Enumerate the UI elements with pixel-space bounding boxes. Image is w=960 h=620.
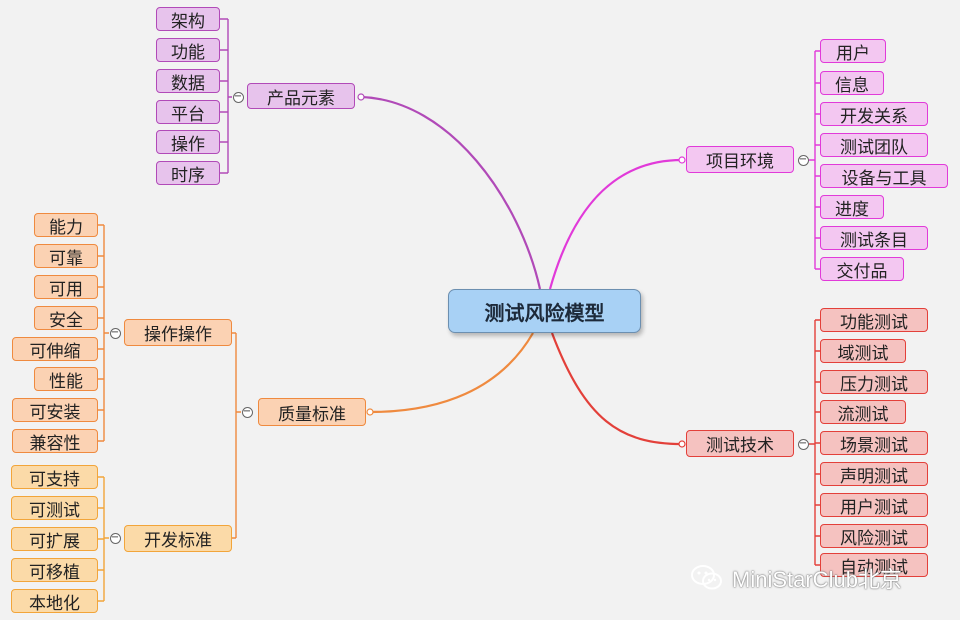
toggle-technique[interactable]: −	[797, 437, 809, 450]
center-topic[interactable]: 测试风险模型	[448, 289, 641, 333]
leaf-technique-8[interactable]: 自动测试	[820, 553, 928, 578]
branch-test-techniques[interactable]: 测试技术	[686, 430, 794, 457]
branch-project-environment[interactable]: 项目环境	[686, 146, 794, 173]
toggle-project[interactable]: −	[797, 153, 809, 166]
leaf-technique-2[interactable]: 压力测试	[820, 370, 928, 395]
leaf-technique-4[interactable]: 场景测试	[820, 431, 928, 456]
leaf-development-1[interactable]: 可测试	[11, 496, 98, 521]
leaf-product-5[interactable]: 时序	[156, 161, 220, 186]
leaf-project-1[interactable]: 信息	[820, 71, 884, 96]
leaf-operation-7[interactable]: 兼容性	[12, 429, 98, 454]
branch-quality-criteria[interactable]: 质量标准	[258, 398, 366, 426]
branch-operation-criteria[interactable]: 操作操作	[124, 319, 232, 346]
leaf-project-5[interactable]: 进度	[820, 195, 884, 220]
leaf-operation-2[interactable]: 可用	[34, 275, 98, 300]
leaf-operation-4[interactable]: 可伸缩	[12, 337, 98, 362]
bracket-operation	[98, 224, 109, 442]
curve-product	[360, 95, 542, 290]
connector-dot	[678, 156, 686, 164]
leaf-project-2[interactable]: 开发关系	[820, 102, 928, 127]
leaf-technique-6[interactable]: 用户测试	[820, 493, 928, 518]
branch-product-elements[interactable]: 产品元素	[247, 83, 355, 109]
bracket-project	[809, 50, 820, 270]
bracket-technique	[809, 319, 820, 566]
leaf-product-2[interactable]: 数据	[156, 69, 220, 94]
leaf-project-4[interactable]: 设备与工具	[820, 164, 948, 189]
leaf-technique-0[interactable]: 功能测试	[820, 308, 928, 333]
leaf-technique-7[interactable]: 风险测试	[820, 524, 928, 549]
leaf-project-6[interactable]: 测试条目	[820, 226, 928, 251]
leaf-development-4[interactable]: 本地化	[11, 589, 98, 614]
branch-development-criteria[interactable]: 开发标准	[124, 525, 232, 552]
connector-dot	[357, 93, 365, 101]
leaf-technique-3[interactable]: 流测试	[820, 400, 906, 425]
leaf-product-1[interactable]: 功能	[156, 38, 220, 63]
bracket-quality	[232, 332, 241, 539]
leaf-development-3[interactable]: 可移植	[11, 558, 98, 583]
leaf-project-3[interactable]: 测试团队	[820, 133, 928, 158]
connector-dot	[678, 440, 686, 448]
leaf-project-7[interactable]: 交付品	[820, 257, 904, 282]
toggle-quality[interactable]: −	[241, 405, 253, 418]
leaf-operation-1[interactable]: 可靠	[34, 244, 98, 269]
leaf-product-4[interactable]: 操作	[156, 130, 220, 155]
curve-quality	[369, 332, 534, 414]
leaf-development-0[interactable]: 可支持	[11, 465, 98, 490]
wechat-icon	[691, 565, 722, 590]
leaf-product-0[interactable]: 架构	[156, 7, 220, 32]
connector-dot	[366, 408, 374, 416]
leaf-project-0[interactable]: 用户	[820, 39, 886, 64]
leaf-operation-0[interactable]: 能力	[34, 213, 98, 238]
leaf-product-3[interactable]: 平台	[156, 100, 220, 125]
leaf-technique-5[interactable]: 声明测试	[820, 462, 928, 487]
leaf-operation-5[interactable]: 性能	[34, 367, 98, 392]
curve-project	[548, 158, 683, 290]
watermark-text: MiniStarClub北京	[732, 567, 902, 592]
toggle-product[interactable]: −	[232, 90, 244, 103]
curve-technique	[550, 332, 683, 446]
leaf-development-2[interactable]: 可扩展	[11, 527, 98, 552]
watermark: MiniStarClub北京	[690, 560, 902, 596]
bracket-product	[220, 18, 232, 174]
leaf-technique-1[interactable]: 域测试	[820, 339, 906, 364]
bracket-development	[98, 476, 109, 602]
toggle-operation[interactable]: −	[109, 326, 121, 339]
leaf-operation-6[interactable]: 可安装	[12, 398, 98, 423]
toggle-development[interactable]: −	[109, 531, 121, 544]
leaf-operation-3[interactable]: 安全	[34, 306, 98, 331]
